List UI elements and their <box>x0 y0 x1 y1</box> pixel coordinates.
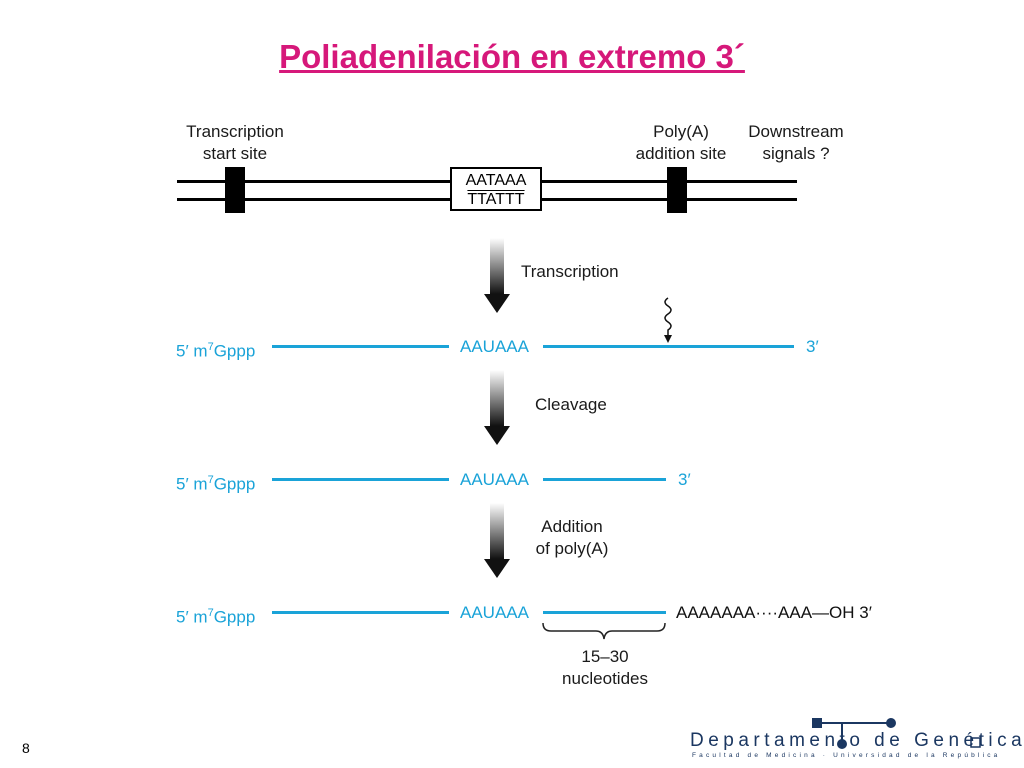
tss-label-line1: Transcription <box>186 122 284 141</box>
department-subtitle: Facultad de Medicina · Universidad de la… <box>692 752 1001 759</box>
rna2-5prime-cap: 5′ m7Gppp <box>176 470 255 495</box>
cap-sup: 7 <box>207 474 214 486</box>
rna1-signal: AAUAAA <box>460 337 529 356</box>
signal-sequence-bottom: TTATTT <box>467 191 525 208</box>
polya-label-line2: addition site <box>635 144 727 163</box>
signal-sequence-box: AATAAA TTATTT <box>450 167 542 211</box>
downstream-label-line1: Downstream <box>748 122 844 141</box>
tss-label: Transcription start site <box>170 121 300 165</box>
brace-label-line1: 15–30 <box>581 647 629 666</box>
department-name: Departamento de Genética <box>690 730 1024 751</box>
cleavage-arrow-icon <box>484 370 510 445</box>
rna2-signal: AAUAAA <box>460 470 529 489</box>
five-prime: 5′ <box>176 341 189 361</box>
polya-site-label: Poly(A) addition site <box>616 121 746 165</box>
brace-label: 15–30 nucleotides <box>553 646 657 690</box>
slide-title: Poliadenilación en extremo 3´ <box>279 38 745 75</box>
transcription-step-label: Transcription <box>521 262 619 281</box>
polya-site-marker <box>667 167 687 213</box>
transcription-arrow-icon <box>484 238 510 313</box>
polya-label-line1: Poly(A) <box>653 122 709 141</box>
cap-sup: 7 <box>207 341 214 353</box>
addition-label-line2: of poly(A) <box>535 539 609 558</box>
rna3-segment-left <box>272 611 449 614</box>
tss-marker <box>225 167 245 213</box>
rna1-5prime-cap: 5′ m7Gppp <box>176 337 255 362</box>
cap-rest: Gppp <box>213 341 256 361</box>
polya-tail: AAAAAAA····AAA—OH 3′ <box>676 603 872 622</box>
rna1-segment-left <box>272 345 449 348</box>
addition-label-line1: Addition <box>541 517 603 536</box>
cap-m: m <box>193 607 208 627</box>
page-number: 8 <box>22 740 30 756</box>
rna2-segment-left <box>272 478 449 481</box>
rna1-segment-right <box>543 345 794 348</box>
rna3-5prime-cap: 5′ m7Gppp <box>176 603 255 628</box>
addition-arrow-icon <box>484 503 510 578</box>
cap-m: m <box>193 474 208 494</box>
rna3-signal: AAUAAA <box>460 603 529 622</box>
cap-sup: 7 <box>207 607 214 619</box>
rna1-3prime: 3′ <box>806 337 819 356</box>
cap-rest: Gppp <box>213 474 256 494</box>
five-prime: 5′ <box>176 607 189 627</box>
five-prime: 5′ <box>176 474 189 494</box>
signal-sequence-top: AATAAA <box>465 172 527 189</box>
cleavage-step-label: Cleavage <box>535 395 607 414</box>
addition-step-label: Addition of poly(A) <box>527 516 617 560</box>
rna3-segment-right <box>543 611 666 614</box>
tss-label-line2: start site <box>202 144 268 163</box>
downstream-signals-label: Downstream signals ? <box>738 121 854 165</box>
rna2-3prime: 3′ <box>678 470 691 489</box>
downstream-label-line2: signals ? <box>762 144 830 163</box>
cap-m: m <box>193 341 208 361</box>
cap-rest: Gppp <box>213 607 256 627</box>
brace-label-line2: nucleotides <box>561 669 648 688</box>
rna2-segment-right <box>543 478 666 481</box>
